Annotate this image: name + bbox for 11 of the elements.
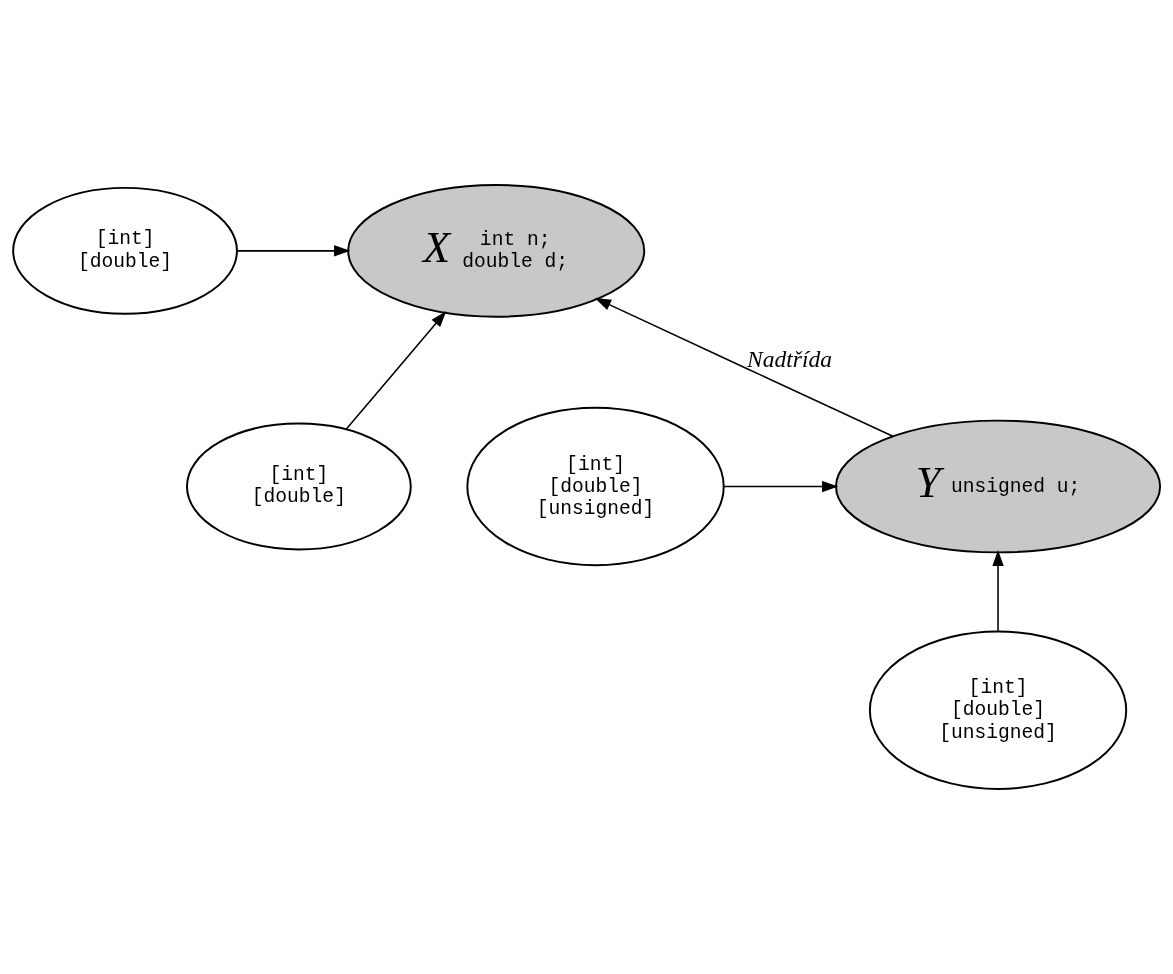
edge-label: Nadtřída [747,345,833,372]
node-ellipse: [int] [double] [186,422,412,551]
node-ellipse: [int] [double] [unsigned] [868,630,1128,790]
arrow [345,311,447,431]
node-ellipse: [int] [double] [unsigned] [466,406,725,567]
node-ellipse: Y unsigned u; [835,419,1162,554]
arrow [723,480,839,493]
arrow [594,297,894,438]
node-ellipse: [int] [double] [12,186,238,315]
arrow [992,549,1004,633]
arrow [236,245,351,257]
